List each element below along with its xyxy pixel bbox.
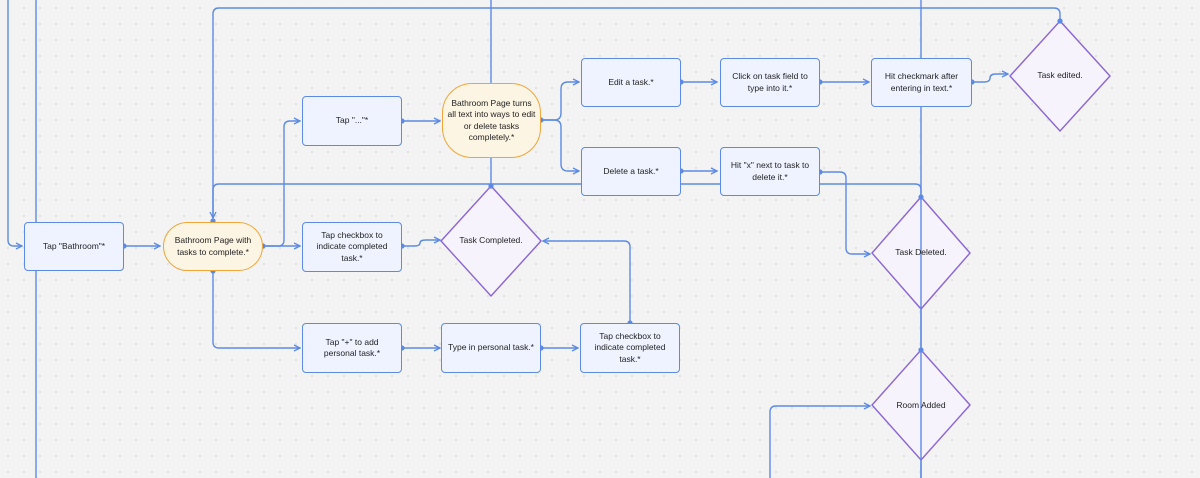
node-tap-plus[interactable]: Tap "+" to add personal task.*: [302, 323, 402, 373]
connector-dot: [1057, 18, 1063, 24]
node-hit-checkmark[interactable]: Hit checkmark after entering in text.*: [871, 58, 972, 107]
node-label: Click on task field to type into it.*: [732, 71, 808, 93]
node-label: Tap "+" to add personal task.*: [323, 336, 381, 358]
node-hit-x[interactable]: Hit "x" next to task to delete it.*: [720, 147, 820, 196]
diamond-task-completed[interactable]: [440, 184, 542, 298]
connector-into-room-added: [769, 406, 870, 478]
node-click-task-field[interactable]: Click on task field to type into it.*: [720, 58, 820, 107]
connector-mid-loop: [212, 183, 922, 218]
label-task-completed: Task Completed.: [459, 235, 523, 246]
connector-dot: [918, 347, 924, 353]
node-edit-task[interactable]: Edit a task.*: [581, 58, 681, 107]
connector-edit-page-to-delete: [541, 119, 579, 171]
node-label: Bathroom Page with tasks to complete.*: [174, 235, 252, 257]
node-label: Hit checkmark after entering in text.*: [884, 71, 959, 93]
node-label: Bathroom Page turns all text into ways t…: [447, 98, 536, 142]
node-type-personal-task[interactable]: Type in personal task.*: [441, 323, 541, 373]
node-delete-task[interactable]: Delete a task.*: [581, 147, 681, 196]
node-tap-dots[interactable]: Tap "..."*: [302, 96, 402, 146]
node-tap-checkbox-1[interactable]: Tap checkbox to indicate completed task.…: [302, 222, 402, 272]
connector-checkbox2-to-completed: [543, 241, 631, 323]
diamond-task-edited[interactable]: [1009, 19, 1111, 133]
label-task-edited: Task edited.: [1037, 70, 1083, 81]
connector-checkbox-to-completed: [402, 240, 440, 247]
connector-page-to-plus: [212, 271, 300, 348]
connector-dot: [918, 194, 924, 200]
connector-checkmark-to-edited: [972, 74, 1008, 83]
node-bathroom-page[interactable]: Bathroom Page with tasks to complete.*: [163, 222, 263, 271]
node-label: Tap "Bathroom"*: [42, 240, 106, 251]
node-label: Tap checkbox to indicate completed task.…: [316, 230, 388, 263]
connector-dot: [488, 183, 494, 189]
node-label: Edit a task.*: [608, 76, 654, 87]
node-tap-bathroom[interactable]: Tap "Bathroom"*: [24, 222, 124, 271]
connector-hit-x-to-deleted: [820, 171, 870, 254]
node-bathroom-edit-page[interactable]: Bathroom Page turns all text into ways t…: [442, 83, 541, 158]
node-label: Delete a task.*: [603, 165, 659, 176]
node-label: Hit "x" next to task to delete it.*: [730, 160, 810, 182]
connector-into-tap-bathroom: [7, 0, 22, 246]
node-tap-checkbox-2[interactable]: Tap checkbox to indicate completed task.…: [580, 323, 680, 373]
node-label: Type in personal task.*: [448, 342, 534, 353]
connector-edit-page-to-edit: [541, 82, 579, 121]
label-room-added: Room Added: [896, 400, 946, 411]
node-label: Tap "..."*: [335, 115, 369, 126]
label-task-deleted: Task Deleted.: [895, 247, 947, 258]
connector-top-loop: [213, 7, 1061, 218]
node-label: Tap checkbox to indicate completed task.…: [594, 331, 666, 364]
